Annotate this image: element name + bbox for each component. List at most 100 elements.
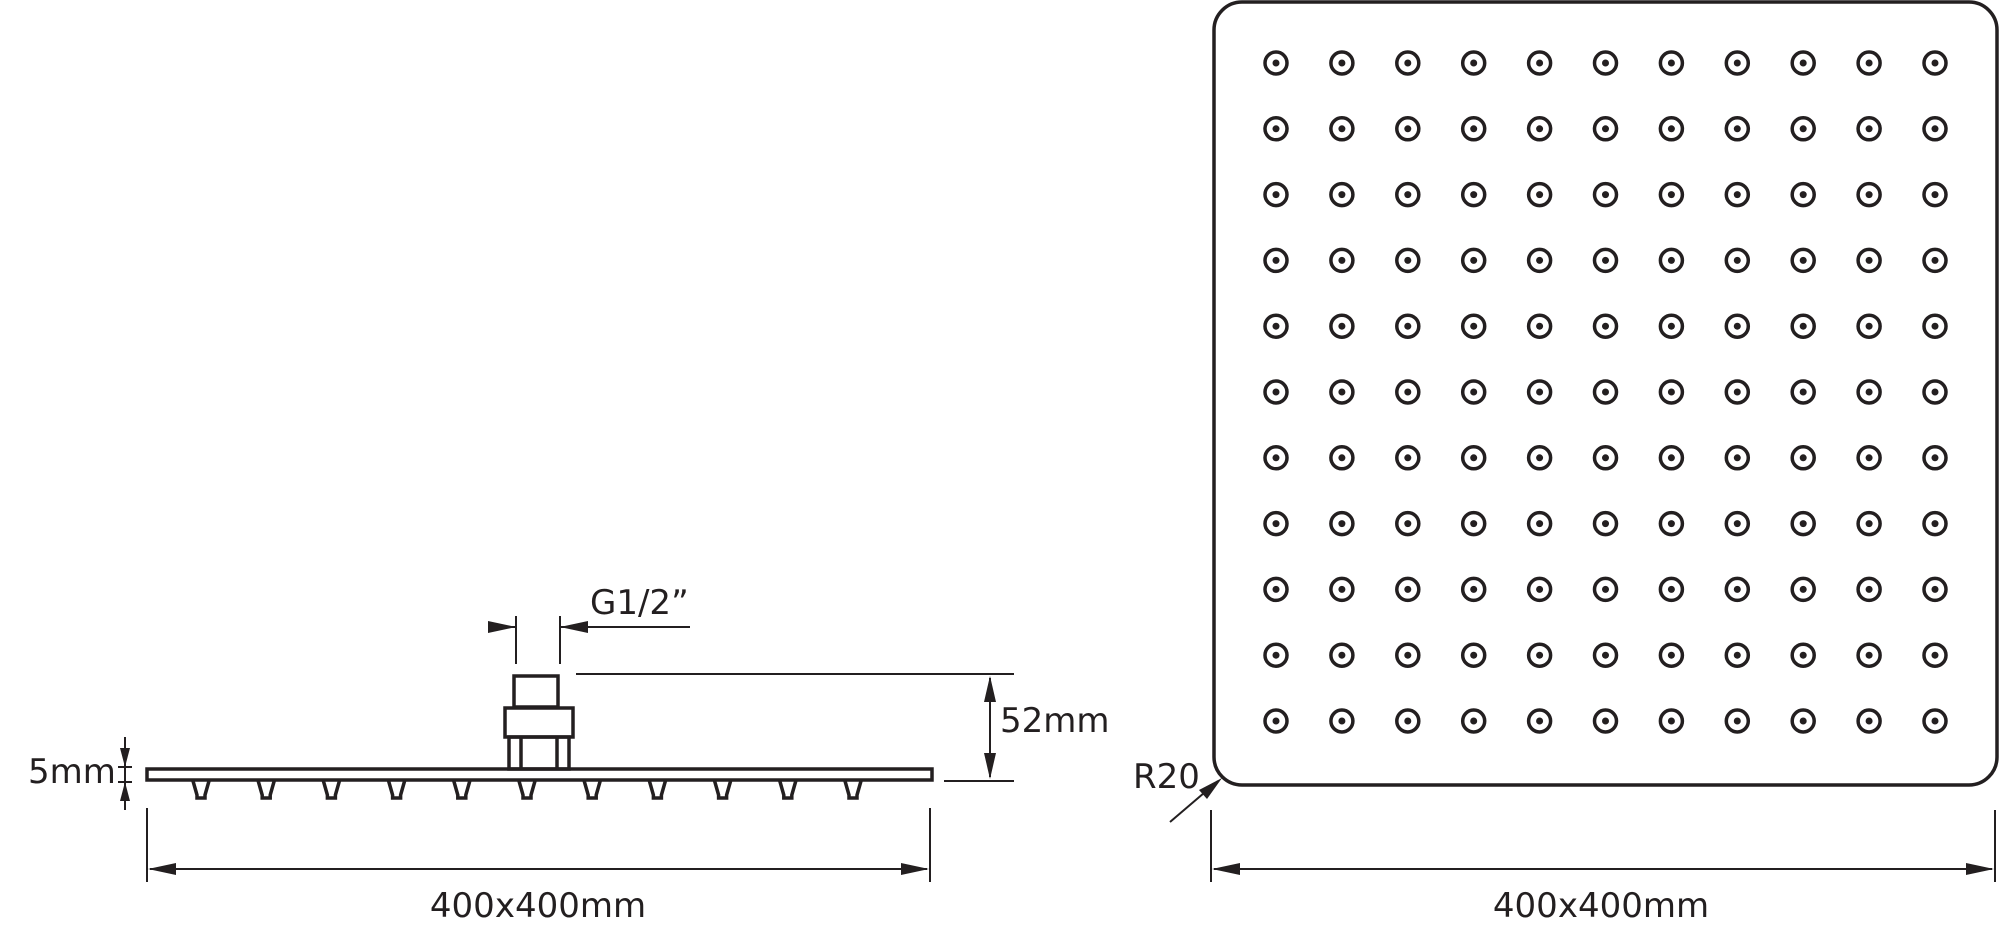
nozzle [1526,642,1553,668]
nozzle [1395,181,1421,208]
nozzle [1526,181,1553,208]
nozzle [1658,708,1685,734]
nozzle [1790,379,1816,405]
nozzle [1526,510,1553,537]
nozzle [1658,379,1685,405]
side-nozzle [452,780,472,800]
nozzle [1395,50,1421,76]
side-nozzle [647,780,668,800]
height-label: 52mm [1000,701,1110,741]
nozzle [1395,510,1421,537]
nozzle [1592,708,1619,734]
nozzle [1856,445,1882,471]
nozzle [1592,445,1619,471]
nozzle [1724,510,1751,537]
nozzle [1329,576,1355,603]
nozzle [1856,313,1882,339]
height-dimension: 52mm [576,673,1110,782]
nozzle [1790,510,1816,537]
nozzle [1460,379,1487,405]
nozzle [1526,247,1553,274]
nozzle [1329,642,1355,668]
nozzle [1460,708,1487,734]
top-width-label: 400x400mm [1493,886,1709,926]
nozzle [1592,510,1619,537]
nozzle [1922,379,1948,405]
nozzle [1592,576,1619,603]
side-nozzle [517,780,537,800]
side-width-dimension: 400x400mm [146,808,931,926]
nozzle [1790,181,1816,208]
nozzle [1922,510,1948,537]
nozzle [1658,116,1685,142]
nozzle [1592,379,1619,405]
nozzle [1329,379,1355,405]
nozzle [1329,313,1355,339]
nozzle [1724,116,1751,142]
nozzle [1395,116,1421,142]
nozzle [1526,50,1553,76]
nozzle [1922,116,1948,142]
side-nozzle [386,780,407,800]
nozzle [1856,642,1882,668]
side-nozzle [321,780,342,800]
nozzle [1724,708,1751,734]
nozzle [1592,50,1619,76]
nozzle [1856,181,1882,208]
side-nozzle [582,780,602,800]
thread-size-label: G1/2” [590,583,689,623]
nozzle [1460,116,1487,142]
nozzle [1922,445,1948,471]
nozzle [1329,50,1355,76]
nozzle [1592,247,1619,274]
shower-head-outline [1212,0,1999,787]
nozzle [1526,313,1553,339]
side-nozzle [191,780,211,800]
threaded-connector [503,674,575,771]
thickness-dimension: 5mm [28,737,132,810]
nozzle [1263,181,1289,208]
nozzle [1658,50,1685,76]
top-view: R20 400x400mm [1133,0,1999,926]
nozzle [1856,247,1882,274]
nozzle [1790,708,1816,734]
nozzle [1658,247,1685,274]
nozzle [1395,247,1421,274]
nozzle [1724,50,1751,76]
side-nozzles [191,780,863,800]
nozzle [1460,510,1487,537]
nozzle [1526,116,1553,142]
side-nozzle [843,780,863,800]
nozzle [1790,50,1816,76]
nozzle [1658,181,1685,208]
side-width-label: 400x400mm [430,886,646,926]
nozzle [1856,576,1882,603]
nozzle [1395,576,1421,603]
nozzle [1724,247,1751,274]
nozzle [1922,247,1948,274]
nozzle [1658,510,1685,537]
side-view: G1/2” 52mm 5mm 400x400mm [28,583,1110,926]
nozzle [1460,247,1487,274]
nozzle [1329,708,1355,734]
nozzle [1724,445,1751,471]
nozzle [1922,576,1948,603]
side-nozzle [256,780,276,800]
nozzle [1856,50,1882,76]
nozzle [1329,181,1355,208]
nozzle [1724,642,1751,668]
nozzle [1263,445,1289,471]
nozzle [1460,50,1487,76]
nozzle [1526,379,1553,405]
nozzle [1263,116,1289,142]
nozzle [1592,313,1619,339]
nozzle [1922,50,1948,76]
nozzle [1329,247,1355,274]
nozzle [1724,576,1751,603]
nozzle [1856,510,1882,537]
nozzle [1658,576,1685,603]
nozzle [1460,576,1487,603]
nozzle [1526,576,1553,603]
nozzle [1526,445,1553,471]
